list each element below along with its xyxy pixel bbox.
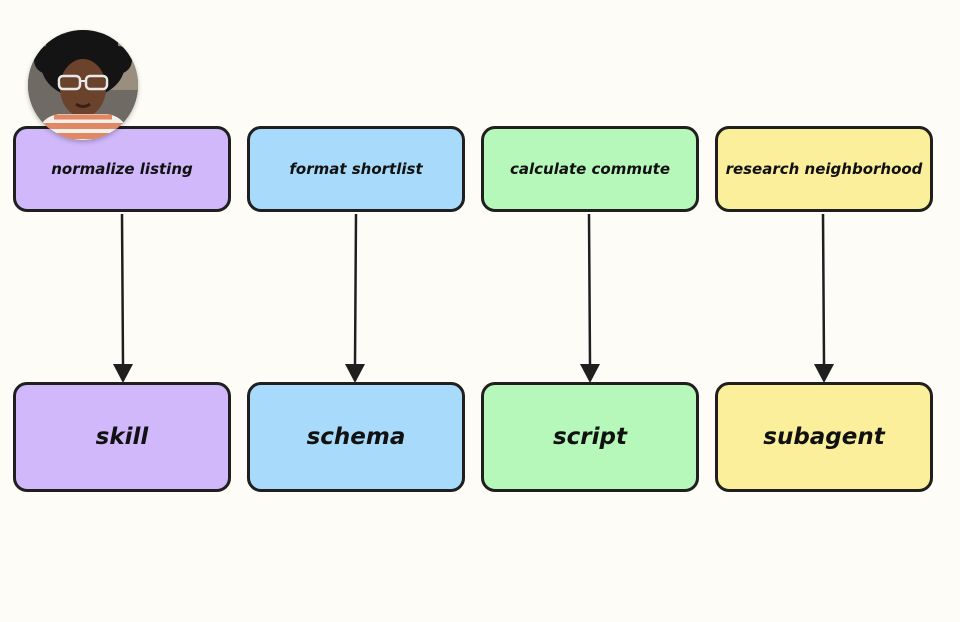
type-label: subagent <box>763 424 885 450</box>
arrow-skill <box>113 213 133 383</box>
type-box-schema: schema <box>247 382 465 492</box>
type-label: script <box>552 424 627 450</box>
type-box-script: script <box>481 382 699 492</box>
task-box-calculate-commute: calculate commute <box>481 126 699 212</box>
task-label: calculate commute <box>509 160 671 178</box>
arrow-schema <box>345 213 365 383</box>
task-label: research neighborhood <box>725 160 923 178</box>
task-box-format-shortlist: format shortlist <box>247 126 465 212</box>
task-label: normalize listing <box>51 160 193 178</box>
presenter-webcam-avatar-icon <box>28 30 138 140</box>
task-box-normalize-listing: normalize listing <box>13 126 231 212</box>
task-label: format shortlist <box>289 160 423 178</box>
presenter-avatar <box>28 30 138 140</box>
type-box-subagent: subagent <box>715 382 933 492</box>
type-label: schema <box>306 424 406 450</box>
type-label: skill <box>95 424 149 450</box>
arrow-subagent <box>814 213 834 383</box>
type-box-skill: skill <box>13 382 231 492</box>
arrow-script <box>580 213 600 383</box>
task-box-research-neighborhood: research neighborhood <box>715 126 933 212</box>
